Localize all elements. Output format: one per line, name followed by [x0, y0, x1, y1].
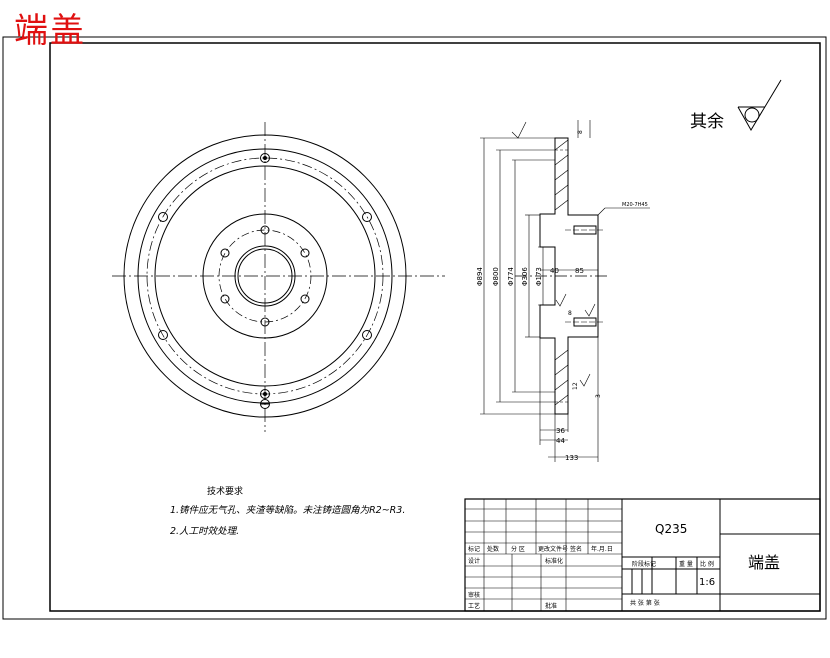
outer-bolt-holes	[158, 153, 372, 409]
tb-hdr-date: 年.月.日	[591, 545, 613, 553]
tb-hdr-count: 处数	[487, 545, 499, 553]
hub-circle	[202, 213, 328, 339]
sheet-border	[2, 36, 827, 620]
front-view	[112, 122, 445, 432]
dim-40: 40	[550, 267, 559, 275]
roughness-symbol-icon	[737, 79, 782, 131]
dim-thread: M20-7H45	[622, 202, 648, 208]
dim-d306: Φ306	[521, 267, 529, 286]
dim-small-1: 8	[577, 130, 584, 134]
dim-d800: Φ800	[492, 267, 500, 286]
tb-weight: 重 量	[679, 560, 693, 568]
tb-hdr-change-doc: 更改文件号	[538, 545, 568, 553]
tech-req-line1: 1.铸件应无气孔、夹渣等缺陷。未注铸造圆角为R2~R3.	[170, 504, 405, 516]
tb-part-name: 端盖	[748, 553, 780, 572]
tb-designer: 设计	[468, 557, 480, 565]
tb-hdr-sign: 签名	[570, 545, 582, 553]
technical-requirements: 技术要求 1.铸件应无气孔、夹渣等缺陷。未注铸造圆角为R2~R3. 2.人工时效…	[170, 485, 405, 537]
title-block-text: Q235 端盖 1:6 标记 处数 分 区 更改文件号 签名 年.月.日 设计 …	[468, 522, 780, 610]
dim-d173: Φ173	[535, 267, 543, 286]
title-block	[464, 498, 821, 612]
dim-d774: Φ774	[507, 267, 515, 286]
bore-circle-outer	[234, 245, 296, 307]
tech-req-line2: 2.人工时效处理.	[170, 526, 239, 537]
tb-approve: 批准	[545, 602, 557, 610]
outer-circle	[123, 134, 407, 418]
tb-hdr-zone: 分 区	[511, 545, 525, 553]
dim-85: 85	[575, 267, 584, 275]
tb-review: 审核	[468, 591, 480, 599]
circle-774	[154, 165, 376, 387]
tb-scale-value: 1:6	[699, 577, 715, 588]
dim-d894: Φ894	[476, 267, 484, 286]
tb-material: Q235	[655, 522, 687, 536]
dim-44: 44	[556, 437, 565, 445]
inner-bolt-holes	[220, 225, 310, 327]
dim-small-2: 12	[572, 382, 579, 390]
tb-scale: 比 例	[700, 560, 714, 568]
tb-hdr-mark: 标记	[468, 545, 480, 553]
roughness-note: 其余	[690, 79, 782, 132]
bolt-circle-inner	[218, 229, 312, 323]
tb-stage-mark: 阶段标记	[632, 560, 656, 568]
tb-standardized: 标准化	[545, 557, 563, 565]
dimension-labels: Φ894 Φ800 Φ774 Φ306 Φ173 40 85 36 44 133…	[476, 130, 648, 462]
tb-process: 工艺	[468, 602, 480, 610]
tech-req-title: 技术要求	[207, 485, 243, 497]
dim-small-3: 3	[595, 394, 602, 398]
section-outline	[539, 137, 599, 415]
dim-133: 133	[565, 454, 578, 462]
dim-36: 36	[556, 427, 565, 435]
roughness-note-text: 其余	[690, 112, 724, 132]
tb-sheets: 共 张 第 张	[630, 599, 660, 607]
bore-circle-inner	[237, 248, 293, 304]
section-view	[480, 120, 650, 462]
circle-800	[137, 148, 393, 404]
dim-small-4: 8	[568, 310, 572, 317]
overlay-title: 端盖	[14, 11, 86, 51]
